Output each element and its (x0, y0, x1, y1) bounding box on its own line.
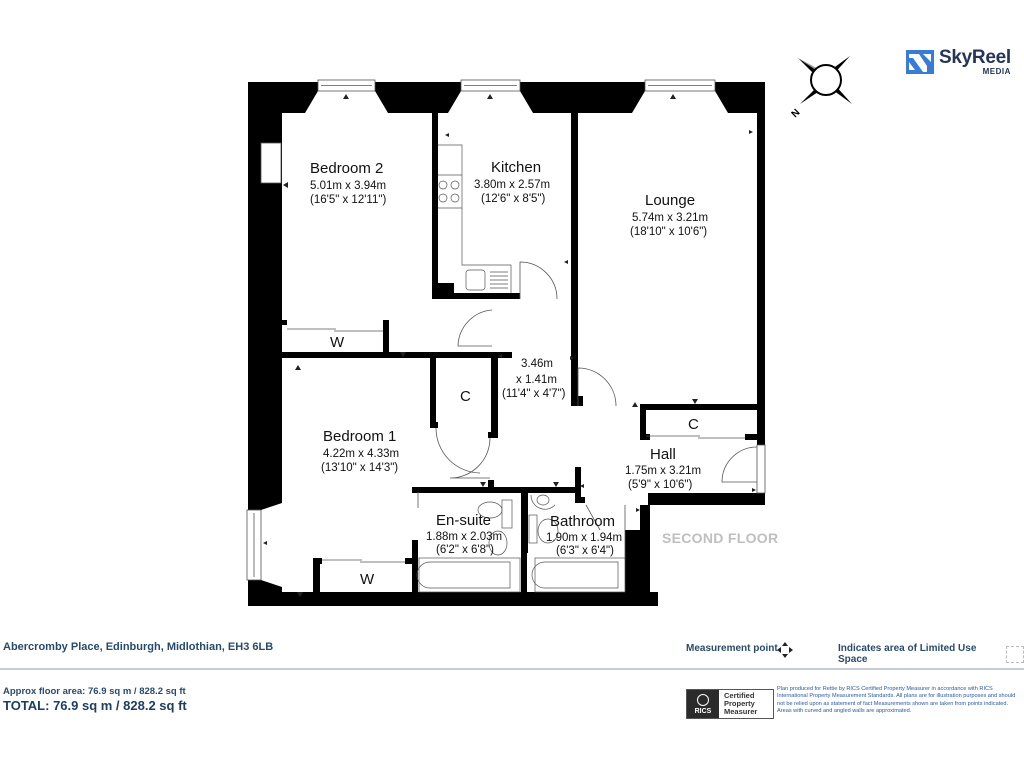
room-corridor: 3.46m x 1.41m (11'4" x 4'7") (502, 358, 566, 400)
svg-text:(18'10" x 10'6"): (18'10" x 10'6") (630, 226, 707, 238)
room-hall: Hall 1.75m x 3.21m (5'9" x 10'6") (625, 446, 701, 491)
room-lounge: Lounge 5.74m x 3.21m (18'10" x 10'6") (630, 192, 708, 238)
svg-text:1.90m x 1.94m: 1.90m x 1.94m (546, 532, 622, 544)
wardrobe-doors (287, 328, 745, 563)
cupboard-label-hall: C (688, 416, 699, 433)
compass-icon: N (790, 56, 852, 120)
svg-text:Bedroom 2: Bedroom 2 (310, 160, 383, 177)
room-kitchen: Kitchen 3.80m x 2.57m (12'6" x 8'5") (474, 159, 550, 205)
cupboard-label-corridor: C (460, 388, 471, 405)
svg-text:Bedroom 1: Bedroom 1 (323, 428, 396, 445)
rics-logo-icon: RICS (687, 690, 719, 718)
wardrobe-label-bedroom-1: W (360, 571, 375, 588)
svg-text:En-suite: En-suite (436, 512, 491, 529)
svg-text:4.22m x 4.33m: 4.22m x 4.33m (323, 448, 399, 460)
rics-line-1: Certified (724, 691, 755, 700)
svg-text:Hall: Hall (650, 446, 676, 463)
svg-text:1.88m x 2.03m: 1.88m x 2.03m (426, 531, 502, 543)
room-bedroom-2: Bedroom 2 5.01m x 3.94m (16'5" x 12'11") (310, 160, 386, 206)
limited-use-space-icon (1005, 645, 1024, 663)
svg-text:Lounge: Lounge (645, 192, 695, 209)
brand-name: SkyReel (939, 47, 1011, 68)
legend-limited-use-space: Indicates area of Limited Use Space (838, 643, 1024, 665)
total-floor-area: TOTAL: 76.9 sq m / 828.2 sq ft (3, 698, 187, 713)
brand-sub: MEDIA (982, 67, 1011, 76)
svg-text:(12'6" x 8'5"): (12'6" x 8'5") (481, 193, 546, 205)
legend-measurement-label: Measurement point (686, 643, 778, 654)
legend-measurement-point: Measurement point (686, 643, 778, 654)
svg-text:3.46m: 3.46m (521, 358, 553, 370)
svg-text:5.01m x 3.94m: 5.01m x 3.94m (310, 180, 386, 192)
measurement-points (263, 94, 756, 597)
rics-badge: RICS Certified Property Measurer (686, 689, 774, 719)
skyreel-icon (906, 50, 934, 74)
approx-floor-area: Approx floor area: 76.9 sq m / 828.2 sq … (3, 686, 186, 697)
svg-text:(16'5" x 12'11"): (16'5" x 12'11") (310, 194, 386, 206)
wardrobe-label-bedroom-2: W (330, 334, 345, 351)
svg-text:5.74m x 3.21m: 5.74m x 3.21m (632, 212, 708, 224)
doors (417, 261, 766, 560)
svg-text:(5'9" x 10'6"): (5'9" x 10'6") (628, 479, 693, 491)
room-bedroom-1: Bedroom 1 4.22m x 4.33m (13'10" x 14'3") (321, 428, 399, 474)
svg-text:N: N (790, 107, 803, 120)
room-ensuite: En-suite 1.88m x 2.03m (6'2" x 6'8") (426, 512, 502, 556)
rics-line-3: Measurer (724, 706, 758, 716)
svg-text:(11'4" x 4'7"): (11'4" x 4'7") (502, 388, 566, 400)
svg-text:(6'3" x 6'4"): (6'3" x 6'4") (556, 545, 614, 557)
disclaimer-text: Plan produced for Rettie by RICS Certifi… (777, 686, 1016, 714)
svg-text:(13'10" x 14'3"): (13'10" x 14'3") (321, 462, 398, 474)
walls (248, 82, 765, 606)
measurement-point-icon (777, 642, 793, 658)
svg-text:(6'2" x 6'8"): (6'2" x 6'8") (436, 544, 494, 556)
svg-text:x 1.41m: x 1.41m (516, 374, 557, 386)
windows (246, 79, 716, 581)
floor-label: SECOND FLOOR (662, 530, 778, 546)
svg-text:1.75m x 3.21m: 1.75m x 3.21m (625, 465, 701, 477)
svg-text:Bathroom: Bathroom (550, 513, 615, 530)
room-bathroom: Bathroom 1.90m x 1.94m (6'3" x 6'4") (546, 513, 622, 557)
rics-line-2: Property (724, 698, 755, 708)
kitchen-units (438, 144, 512, 293)
svg-text:3.80m x 2.57m: 3.80m x 2.57m (474, 179, 550, 191)
property-address: Abercromby Place, Edinburgh, Midlothian,… (3, 641, 274, 653)
footer-divider (0, 668, 1024, 670)
brand-logo: SkyReel MEDIA (905, 48, 1011, 76)
bathroom-fixtures (416, 494, 626, 593)
legend-limited-label: Indicates area of Limited Use Space (838, 643, 977, 665)
svg-text:Kitchen: Kitchen (491, 159, 541, 176)
